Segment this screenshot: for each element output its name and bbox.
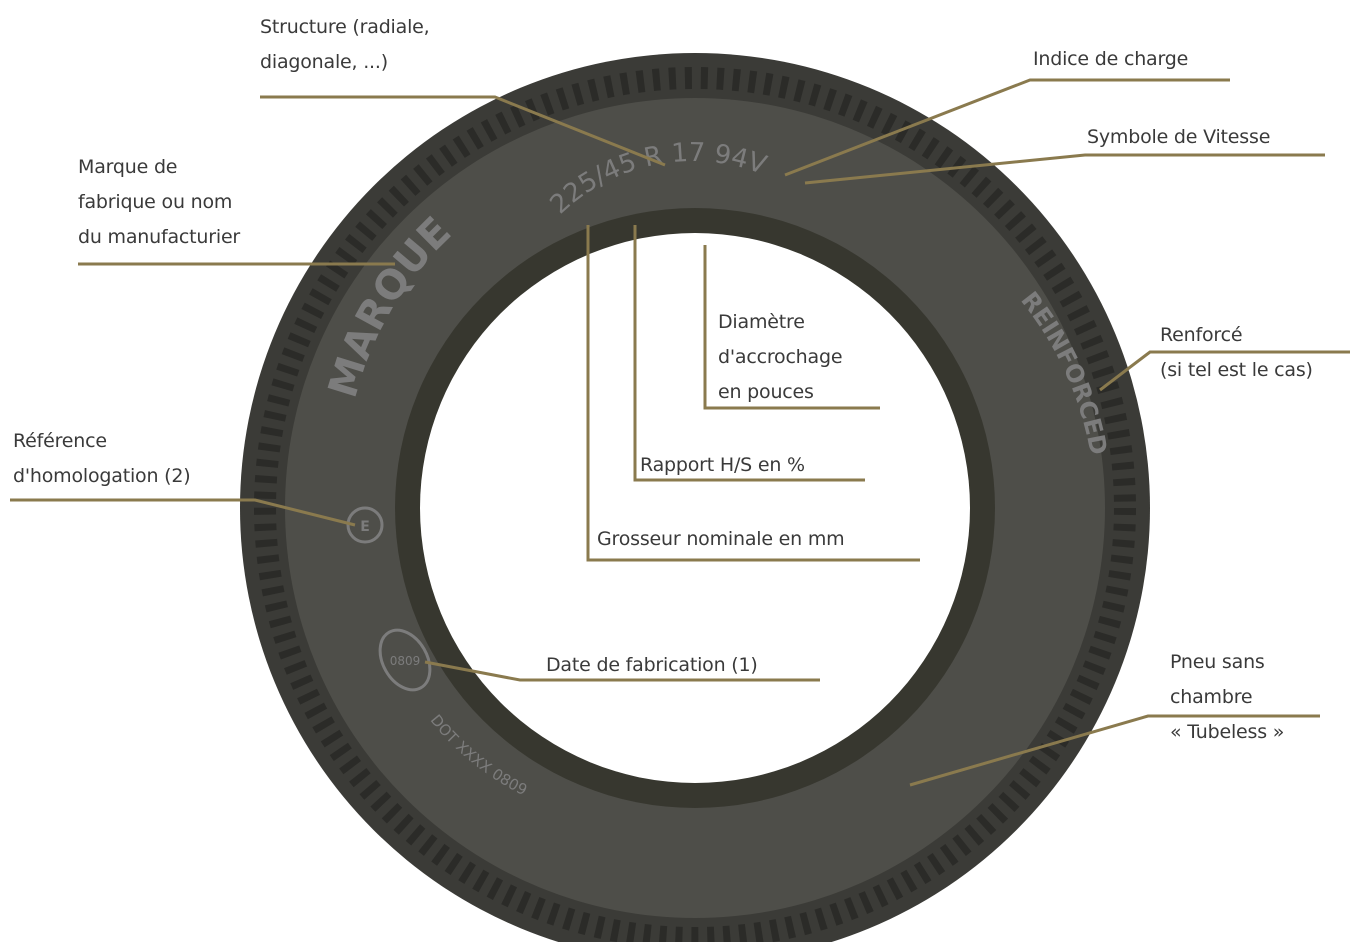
leader-aspect-ratio <box>633 225 865 482</box>
label-manufacture-date: Date de fabrication (1) <box>546 654 758 676</box>
leader-reinforced <box>1099 350 1350 392</box>
leader-load-index <box>784 78 1230 177</box>
label-brand: Marque de fabrique ou nom du manufacturi… <box>78 156 241 248</box>
svg-text:E: E <box>360 519 370 535</box>
leader-structure <box>260 95 666 167</box>
label-tubeless: Pneu sans chambre « Tubeless » <box>1170 651 1285 743</box>
leader-homologation <box>10 498 356 527</box>
tread-pattern <box>254 67 1136 942</box>
leader-tubeless <box>909 714 1320 787</box>
leader-manufacture-date <box>424 660 820 682</box>
label-structure: Structure (radiale, diagonale, ...) <box>260 16 430 73</box>
label-rim-diameter: Diamètre d'accrochage en pouces <box>718 311 843 403</box>
homologation-mark: E <box>346 506 384 544</box>
label-aspect-ratio: Rapport H/S en % <box>640 454 805 476</box>
rim-hole <box>420 233 970 783</box>
leader-nominal-width <box>586 225 920 562</box>
label-reinforced: Renforcé (si tel est le cas) <box>1160 324 1313 381</box>
label-nominal-width: Grosseur nominale en mm <box>597 528 845 550</box>
callout-lines <box>10 78 1350 787</box>
tire <box>240 53 1150 942</box>
date-code-oval: 0809 <box>378 628 432 692</box>
label-homologation: Référence d'homologation (2) <box>13 430 191 487</box>
leader-rim-diameter <box>703 245 880 410</box>
svg-text:0809: 0809 <box>390 654 421 668</box>
label-load-index: Indice de charge <box>1033 48 1189 70</box>
leader-speed-symbol <box>804 153 1325 185</box>
label-speed-symbol: Symbole de Vitesse <box>1087 126 1271 148</box>
